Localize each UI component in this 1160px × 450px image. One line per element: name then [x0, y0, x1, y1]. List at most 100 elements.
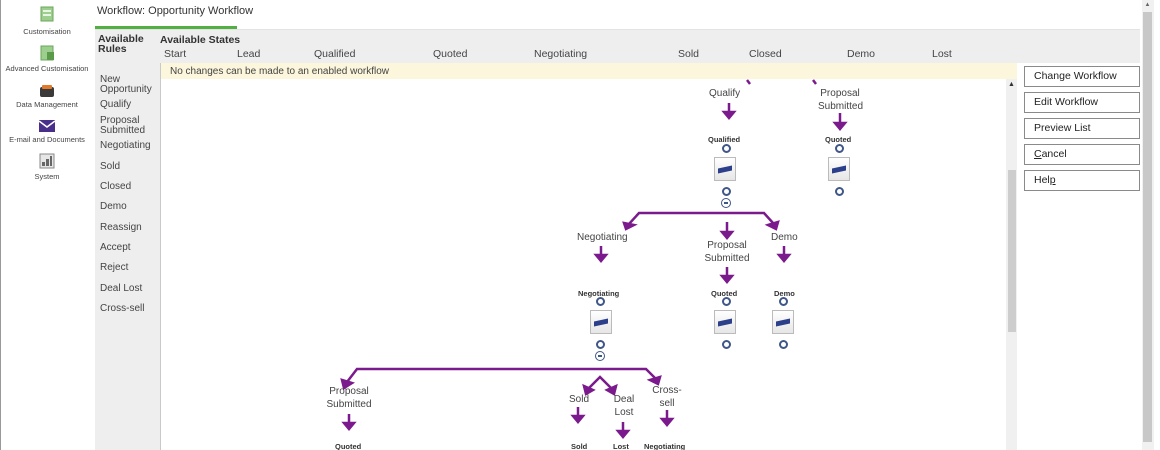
- state-item-closed[interactable]: Closed: [749, 48, 782, 60]
- page-scroll-thumb[interactable]: [1143, 12, 1152, 442]
- rule-item-deal-lost[interactable]: Deal Lost: [100, 283, 143, 294]
- rule-node-cross-sell[interactable]: Cross-sell: [652, 384, 682, 410]
- state-node-negotiating-label: Negotiating: [578, 289, 620, 298]
- rule-item-closed[interactable]: Closed: [100, 181, 132, 192]
- state-item-negotiating[interactable]: Negotiating: [534, 48, 588, 60]
- scroll-up-arrow-icon[interactable]: ▲: [1144, 2, 1151, 8]
- cancel-button[interactable]: Cancel: [1024, 144, 1140, 165]
- page-title: Workflow: Opportunity Workflow: [97, 5, 254, 17]
- scroll-up-arrow-icon[interactable]: ▲: [1008, 81, 1015, 88]
- rule-item-qualify[interactable]: Qualify: [100, 99, 132, 110]
- nav-item-customisation[interactable]: Customisation: [1, 0, 93, 42]
- state-item-qualified[interactable]: Qualified: [314, 48, 356, 60]
- node-connector-bottom[interactable]: [722, 340, 731, 349]
- state-node-qualified-label: Qualified: [708, 135, 741, 144]
- state-item-start[interactable]: Start: [164, 48, 187, 60]
- rule-node-label: Cross-sell: [652, 385, 682, 409]
- rule-item-reject[interactable]: Reject: [100, 262, 129, 273]
- nav-label: System: [34, 172, 60, 181]
- state-node-quoted-label: Quoted: [711, 289, 738, 298]
- state-node-demo-label: Demo: [774, 289, 795, 298]
- nav-item-advanced-customisation[interactable]: Advanced Customisation: [1, 42, 93, 78]
- state-node-lost-label: Lost: [613, 442, 629, 450]
- rule-node-label: Proposal Submitted: [704, 240, 750, 264]
- state-item-quoted[interactable]: Quoted: [433, 48, 468, 60]
- node-connector-bottom[interactable]: [835, 187, 844, 196]
- node-connector-top[interactable]: [722, 144, 731, 153]
- available-states-panel: Available States Start Lead Qualified Qu…: [160, 30, 1140, 63]
- notice-text: No changes can be made to an enabled wor…: [170, 66, 390, 77]
- nav-label: Advanced Customisation: [5, 64, 89, 73]
- rule-item-proposal-submitted[interactable]: Proposal Submitted: [100, 115, 146, 136]
- nav-item-system[interactable]: System: [1, 148, 93, 184]
- advanced-customisation-icon: [40, 45, 54, 61]
- rule-node-proposal-submitted[interactable]: Proposal Submitted: [818, 87, 864, 113]
- nav-label: E-mail and Documents: [9, 135, 85, 144]
- system-icon: [39, 153, 55, 169]
- available-rules-panel: Available Rules New Opportunity Qualify …: [95, 30, 160, 450]
- read-only-notice: No changes can be made to an enabled wor…: [160, 63, 1017, 79]
- rule-node-label: Proposal Submitted: [818, 88, 864, 112]
- button-label: ancel: [1041, 148, 1067, 160]
- canvas-scroll-thumb[interactable]: [1008, 170, 1016, 332]
- customisation-icon: [40, 6, 54, 22]
- states-header: Available States: [160, 34, 241, 46]
- nav-label: Data Management: [16, 100, 78, 109]
- collapse-toggle[interactable]: [721, 198, 731, 208]
- rule-item-demo[interactable]: Demo: [100, 201, 127, 212]
- state-node-quoted-label: Quoted: [825, 135, 852, 144]
- state-node-quoted[interactable]: [828, 157, 850, 181]
- rule-node-proposal-submitted-2[interactable]: Proposal Submitted: [704, 239, 750, 265]
- preview-list-button[interactable]: Preview List: [1024, 118, 1140, 139]
- help-button[interactable]: Help: [1024, 170, 1140, 191]
- node-connector-bottom[interactable]: [596, 340, 605, 349]
- rule-item-accept[interactable]: Accept: [100, 242, 131, 253]
- rule-node-negotiating[interactable]: Negotiating: [577, 232, 628, 243]
- rule-node-deal-lost[interactable]: Deal Lost: [611, 393, 637, 419]
- nav-item-data-management[interactable]: Data Management: [1, 78, 93, 112]
- module-nav: Customisation Advanced Customisation Dat…: [1, 0, 93, 450]
- node-connector-top[interactable]: [596, 297, 605, 306]
- edit-workflow-button[interactable]: Edit Workflow: [1024, 92, 1140, 113]
- state-item-lost[interactable]: Lost: [932, 48, 952, 60]
- node-connector-top[interactable]: [779, 297, 788, 306]
- rule-node-demo[interactable]: Demo: [771, 232, 798, 243]
- rule-node-proposal-submitted-3[interactable]: Proposal Submitted: [326, 385, 372, 411]
- state-node-quoted[interactable]: [714, 310, 736, 334]
- button-label: Hel: [1034, 174, 1050, 186]
- nav-label: Customisation: [23, 27, 71, 36]
- node-connector-top[interactable]: [835, 144, 844, 153]
- rule-node-qualify[interactable]: Qualify: [709, 88, 741, 99]
- state-node-sold-label: Sold: [571, 442, 588, 450]
- collapse-toggle[interactable]: [595, 351, 605, 361]
- node-connector-bottom[interactable]: [779, 340, 788, 349]
- state-item-sold[interactable]: Sold: [678, 48, 700, 60]
- data-management-icon: [40, 85, 54, 97]
- state-item-demo[interactable]: Demo: [847, 48, 876, 60]
- state-node-qualified[interactable]: [714, 157, 736, 181]
- change-workflow-button[interactable]: Change Workflow: [1024, 66, 1140, 87]
- email-icon: [38, 120, 56, 132]
- node-connector-top[interactable]: [722, 297, 731, 306]
- rule-item-reassign[interactable]: Reassign: [100, 222, 142, 233]
- nav-item-email-and-documents[interactable]: E-mail and Documents: [1, 112, 93, 148]
- rule-item-negotiating[interactable]: Negotiating: [100, 140, 151, 151]
- canvas-border: [160, 63, 161, 450]
- rule-node-label: Proposal Submitted: [326, 386, 372, 410]
- state-node-quoted-label: Quoted: [335, 442, 362, 450]
- rule-item-cross-sell[interactable]: Cross-sell: [100, 303, 145, 314]
- rule-item-sold[interactable]: Sold: [100, 161, 121, 172]
- rule-node-sold[interactable]: Sold: [569, 394, 590, 405]
- state-node-negotiating[interactable]: [590, 310, 612, 334]
- node-connector-bottom[interactable]: [722, 187, 731, 196]
- rule-item-new-opportunity[interactable]: New Opportunity: [100, 74, 152, 95]
- state-item-lead[interactable]: Lead: [237, 48, 261, 60]
- rule-node-label: Deal Lost: [613, 394, 635, 418]
- title-underline: [95, 26, 237, 29]
- state-node-demo[interactable]: [772, 310, 794, 334]
- rules-header: Available Rules: [98, 33, 144, 55]
- access-key: p: [1049, 174, 1056, 186]
- state-node-negotiating-label: Negotiating: [644, 442, 686, 450]
- access-key: C: [1034, 148, 1042, 160]
